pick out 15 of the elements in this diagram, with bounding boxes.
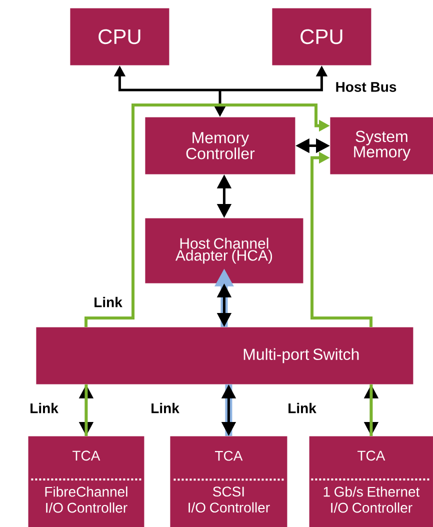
arrow [310, 152, 372, 327]
bus-label: Host Bus [336, 82, 396, 92]
bus-label: Link [94, 296, 122, 308]
process-box: CPU [70, 8, 170, 66]
process-box: Host Channel Adapter (HCA) [145, 218, 304, 284]
process-box: TCA 1 Gb/s Ethernet I/O Controller [309, 436, 433, 527]
process-box: TCA FibreChannel I/O Controller [28, 436, 144, 527]
process-box: TCA SCSI I/O Controller [170, 436, 288, 527]
bus-label: Link [152, 402, 180, 414]
process-box: System Memory [330, 117, 433, 174]
process-box: Multi-port Switch [36, 327, 414, 384]
bus-label: Link [30, 402, 58, 414]
process-box: CPU [272, 8, 372, 66]
bus-label: Link [288, 402, 316, 414]
process-box: Memory Controller [145, 117, 296, 174]
